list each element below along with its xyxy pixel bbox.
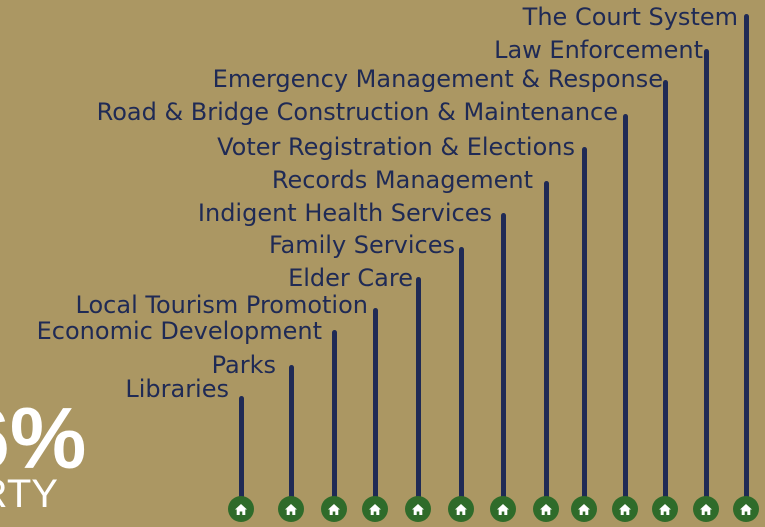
house-icon [540,503,552,515]
connector-line-law-enforcement [703,49,709,500]
house-icon [700,503,712,515]
service-node-emergency-management-and-response [652,496,678,522]
house-icon [619,503,631,515]
house-icon [328,503,340,515]
service-label-economic-development: Economic Development [36,317,322,345]
house-icon [285,503,297,515]
house-icon [497,503,509,515]
service-node-economic-development [321,496,347,522]
service-node-records-management [533,496,559,522]
service-node-voter-registration-and-elections [571,496,597,522]
service-label-records-management: Records Management [271,166,533,194]
house-icon [455,503,467,515]
service-label-parks: Parks [211,351,276,379]
headline-word: ERTY [0,472,58,516]
service-label-elder-care: Elder Care [288,264,413,292]
house-icon [235,503,247,515]
connector-line-voter-registration-and-elections [581,147,587,500]
service-label-the-court-system: The Court System [522,3,738,31]
service-node-parks [278,496,304,522]
connector-line-elder-care [415,277,421,500]
service-node-elder-care [405,496,431,522]
service-label-indigent-health-services: Indigent Health Services [197,199,492,227]
house-icon [740,503,752,515]
headline-percent: 6% [0,391,87,487]
service-node-the-court-system [733,496,759,522]
connector-line-family-services [458,247,464,500]
connector-line-libraries [238,396,244,500]
connector-line-parks [288,365,294,500]
house-icon [369,503,381,515]
house-icon [659,503,671,515]
service-label-local-tourism-promotion: Local Tourism Promotion [75,291,368,319]
service-node-local-tourism-promotion [362,496,388,522]
house-icon [578,503,590,515]
service-label-road-and-bridge-construction-and-maintenance: Road & Bridge Construction & Maintenance [96,98,618,126]
service-label-voter-registration-and-elections: Voter Registration & Elections [217,133,575,161]
service-label-emergency-management-and-response: Emergency Management & Response [212,65,663,93]
connector-line-emergency-management-and-response [662,80,668,500]
connector-line-records-management [543,181,549,500]
connector-line-indigent-health-services [500,213,506,500]
service-node-indigent-health-services [490,496,516,522]
house-icon [412,503,424,515]
service-node-law-enforcement [693,496,719,522]
connector-line-the-court-system [743,14,749,500]
connector-line-economic-development [331,330,337,500]
connector-line-road-and-bridge-construction-and-maintenance [622,114,628,500]
service-node-libraries [228,496,254,522]
service-node-road-and-bridge-construction-and-maintenance [612,496,638,522]
service-label-libraries: Libraries [125,375,229,403]
service-label-law-enforcement: Law Enforcement [494,36,703,64]
service-label-family-services: Family Services [268,231,455,259]
service-node-family-services [448,496,474,522]
connector-line-local-tourism-promotion [372,308,378,500]
